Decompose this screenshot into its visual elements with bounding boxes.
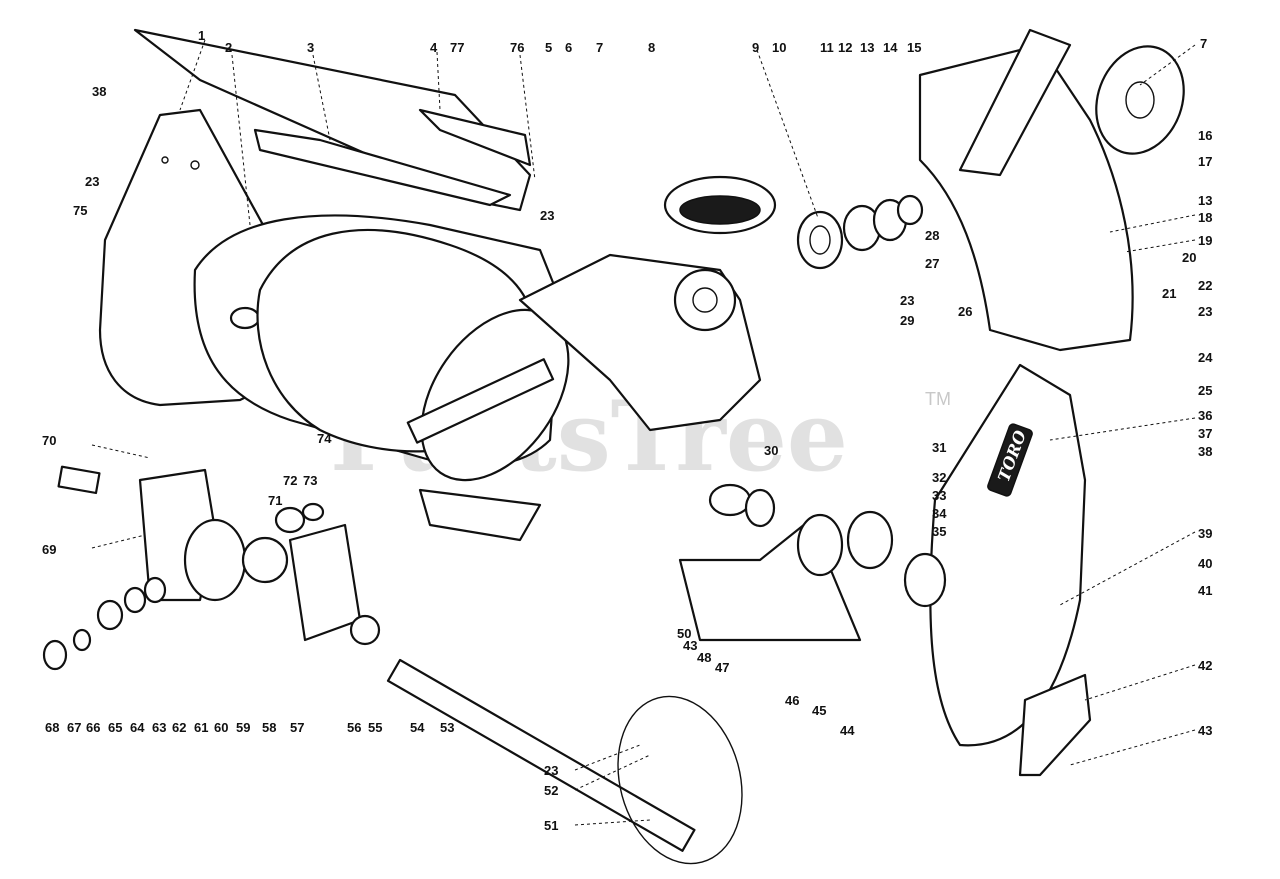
callout-38: 38 [92, 84, 106, 99]
callout-46: 46 [785, 693, 799, 708]
callout-63: 63 [152, 720, 166, 735]
callout-43: 43 [683, 638, 697, 653]
callout-36: 36 [1198, 408, 1212, 423]
callout-61: 61 [194, 720, 208, 735]
callout-7b: 7 [1200, 36, 1207, 51]
callout-2: 2 [225, 40, 232, 55]
callout-17: 17 [1198, 154, 1212, 169]
callout-16: 16 [1198, 128, 1212, 143]
bearing-set [796, 194, 924, 270]
callout-56: 56 [347, 720, 361, 735]
callout-7: 7 [596, 40, 603, 55]
callout-50: 50 [677, 626, 691, 641]
callouts: 1 2 3 4 77 76 5 6 7 8 9 10 11 12 13 14 1… [42, 28, 1213, 833]
callout-13: 13 [860, 40, 874, 55]
callout-54: 54 [410, 720, 425, 735]
callout-43b: 43 [1198, 723, 1212, 738]
gearbox-assembly [42, 465, 381, 671]
watermark-trademark: TM [925, 389, 951, 409]
callout-27: 27 [925, 256, 939, 271]
leader-lines [91, 39, 1196, 826]
callout-32: 32 [932, 470, 946, 485]
callout-6: 6 [565, 40, 572, 55]
callout-5: 5 [545, 40, 552, 55]
callout-37: 37 [1198, 426, 1212, 441]
auger-shaft [386, 658, 743, 865]
callout-4: 4 [430, 40, 438, 55]
callout-23-e: 23 [544, 763, 558, 778]
callout-59: 59 [236, 720, 250, 735]
center-bracket [678, 483, 947, 642]
callout-48: 48 [697, 650, 711, 665]
callout-70: 70 [42, 433, 56, 448]
callout-1: 1 [198, 28, 205, 43]
callout-67: 67 [67, 720, 81, 735]
callout-45: 45 [812, 703, 826, 718]
callout-10: 10 [772, 40, 786, 55]
callout-28: 28 [925, 228, 939, 243]
callout-74: 74 [317, 431, 332, 446]
callout-52: 52 [544, 783, 558, 798]
callout-66: 66 [86, 720, 100, 735]
callout-41: 41 [1198, 583, 1212, 598]
callout-65: 65 [108, 720, 122, 735]
callout-20: 20 [1182, 250, 1196, 265]
callout-30: 30 [764, 443, 778, 458]
callout-76: 76 [510, 40, 524, 55]
callout-23-b: 23 [540, 208, 554, 223]
callout-11: 11 [820, 40, 834, 55]
callout-35: 35 [932, 524, 946, 539]
callout-44: 44 [840, 723, 855, 738]
callout-18: 18 [1198, 210, 1212, 225]
callout-71: 71 [268, 493, 282, 508]
discharge-chute [918, 28, 1185, 352]
callout-68: 68 [45, 720, 59, 735]
callout-58: 58 [262, 720, 276, 735]
callout-23-c: 23 [1198, 304, 1212, 319]
callout-40: 40 [1198, 556, 1212, 571]
callout-9: 9 [752, 40, 759, 55]
callout-62: 62 [172, 720, 186, 735]
callout-77: 77 [450, 40, 464, 55]
callout-24: 24 [1198, 350, 1213, 365]
callout-47: 47 [715, 660, 729, 675]
callout-69: 69 [42, 542, 56, 557]
callout-22: 22 [1198, 278, 1212, 293]
callout-21: 21 [1162, 286, 1176, 301]
scraper-bar [418, 488, 542, 542]
callout-13b: 13 [1198, 193, 1212, 208]
callout-23-a: 23 [85, 174, 99, 189]
callout-75: 75 [73, 203, 87, 218]
callout-29: 29 [900, 313, 914, 328]
callout-42: 42 [1198, 658, 1212, 673]
callout-57: 57 [290, 720, 304, 735]
callout-31: 31 [932, 440, 946, 455]
callout-19: 19 [1198, 233, 1212, 248]
impeller [406, 175, 777, 482]
callout-3: 3 [307, 40, 314, 55]
callout-55: 55 [368, 720, 382, 735]
callout-60: 60 [214, 720, 228, 735]
callout-72: 72 [283, 473, 297, 488]
callout-53: 53 [440, 720, 454, 735]
callout-23-d: 23 [900, 293, 914, 308]
callout-33: 33 [932, 488, 946, 503]
callout-12: 12 [838, 40, 852, 55]
callout-14: 14 [883, 40, 898, 55]
callout-38b: 38 [1198, 444, 1212, 459]
callout-8: 8 [648, 40, 655, 55]
callout-51: 51 [544, 818, 558, 833]
callout-34: 34 [932, 506, 947, 521]
callout-73: 73 [303, 473, 317, 488]
callout-26: 26 [958, 304, 972, 319]
callout-64: 64 [130, 720, 145, 735]
callout-15: 15 [907, 40, 921, 55]
right-side-plate: TORO [929, 363, 1092, 777]
callout-39: 39 [1198, 526, 1212, 541]
callout-25: 25 [1198, 383, 1212, 398]
